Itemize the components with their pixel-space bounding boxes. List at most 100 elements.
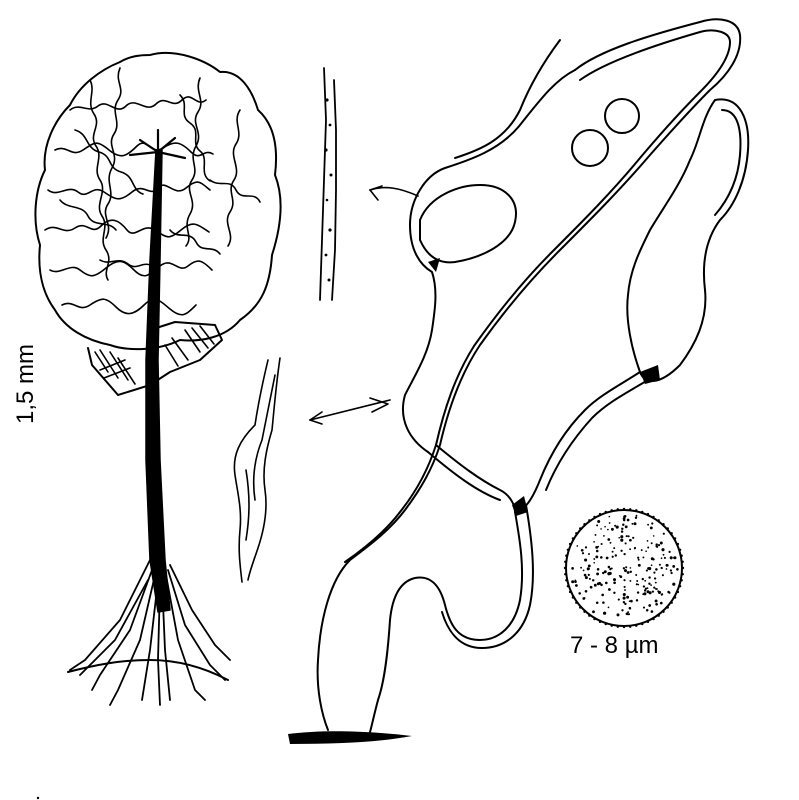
spore-edge-spine [579,606,582,609]
spore-ornament-dot [600,542,603,546]
spore-ornament-dot [596,582,600,586]
spore-ornament-dot [637,563,641,567]
spore-ornament-dot [582,597,586,600]
spore-ornament-dot [611,550,614,553]
spore-ornament-dot [632,536,635,539]
spore-edge-spine [588,614,591,617]
spore-edge-spine [662,610,665,613]
spore-ornament-dot [596,568,600,571]
spore-ornament-dot [624,602,627,606]
spore-ornament-dot [623,515,626,518]
spore-edge-spine [681,566,685,570]
spore-ornament-dot [622,567,626,570]
spore-ornament-dot [646,590,650,594]
spore-edge-spine [622,507,626,511]
spore-ornament-dot [608,571,612,575]
spore-ornament-dot [601,593,605,597]
spore-ornament-dot [603,611,607,615]
spore-ornament-dot [624,569,627,573]
spore-edge-spine [604,622,607,626]
spore-edge-spine [652,515,655,519]
spore-ornament-dot [672,565,676,568]
spore-edge-spine [598,512,602,516]
spore-ornament-dot [650,584,652,586]
spore-ornament-dot [610,527,614,531]
spore-edge-spine [566,585,570,588]
spore-ornament-dot [642,593,645,596]
spore-ornament-dot [623,552,626,556]
spore-ornament-dot [648,567,652,571]
spore-ornament-dot [661,548,665,552]
spore-ornament-dot [605,556,609,560]
spore-ornament-dot [614,554,617,557]
spore-ornament-dot [603,570,607,574]
spore-ornament-dot [655,602,658,606]
spore-edge-spine [676,542,680,546]
spore-edge-spine [676,590,680,594]
spore-ornament-dot [668,591,671,594]
spore-ornament-dot [646,540,649,542]
spore-edge-spine [641,622,644,626]
spore-ornament-dot [622,592,626,597]
spore-ornament-dot [600,528,602,530]
spore-ornament-dot [642,556,645,559]
spore-edge-spine [680,554,683,557]
spore-edge-spine [629,508,632,511]
spore-ornament-dot [655,543,658,546]
spore-edge-spine [662,523,665,526]
spore-edge-spine [666,527,669,530]
spore-ornament-dot [580,548,584,552]
spore-ornament-dot [623,585,626,588]
spore-ornament-dot [653,586,656,589]
spore-ornament-dot [624,525,628,529]
spore-edge-spine [670,532,673,535]
spore-ornament-dot [660,593,663,596]
spore-ornament-dot [584,558,588,562]
spore-ornament-dot [611,555,614,558]
spore-ornament-dot [595,555,599,559]
spore-ornament-dot [655,568,658,571]
spore-ornament-dot [653,577,657,580]
spore-ornament-dot [626,596,630,599]
spore-edge-spine [681,560,684,563]
spore-ornament-dot [593,583,597,587]
spore-edge-spine [568,590,572,594]
spore-ornament-dot [624,542,627,545]
spore-ornament-dot [662,532,665,535]
spore-ornament-dot [622,596,626,600]
spore-ornament-dot [656,545,659,548]
spore-ornament-dot [647,523,650,526]
spore-ornament-dot [630,599,633,603]
spore-edge-spine [583,610,586,613]
spore-ornament-dot [644,579,647,582]
stalk [145,149,171,613]
spore-ornament-dot [625,535,628,538]
spore-ornament-dot [603,535,605,537]
spore-ornament-dot [629,548,631,551]
spore-ornament-dot [609,541,612,544]
spore-ornament-dot [635,514,638,517]
spore-ornament-dot [633,546,637,550]
spore-ornament-dot [654,599,658,603]
spore-ornament-dot [644,587,648,590]
spore-ornament-dot [627,611,630,614]
spore-ornament-dot [583,573,587,577]
spore-ornament-dot [645,569,648,572]
spore-ornament-dot [628,600,631,603]
spore-ornament-dot [659,541,663,545]
spore-ornament-dot [629,570,633,574]
spore-ornament-dot [645,608,649,612]
spore-ornament-dot [634,516,638,520]
spore-ornament-dot [593,541,595,543]
spore-edge-spine [579,527,582,530]
spore-edge-spine [670,601,673,604]
spore-ornament-dot [600,583,603,587]
spore-edge-spine [652,617,655,621]
spore-ornament-dot [636,580,639,582]
spore-ornament-dot [597,545,600,548]
spore-ornament-dot [614,524,617,527]
spore-edge-spine [610,624,613,627]
spore-ornament-dot [617,598,620,601]
spore-ornament-dot [608,522,611,524]
